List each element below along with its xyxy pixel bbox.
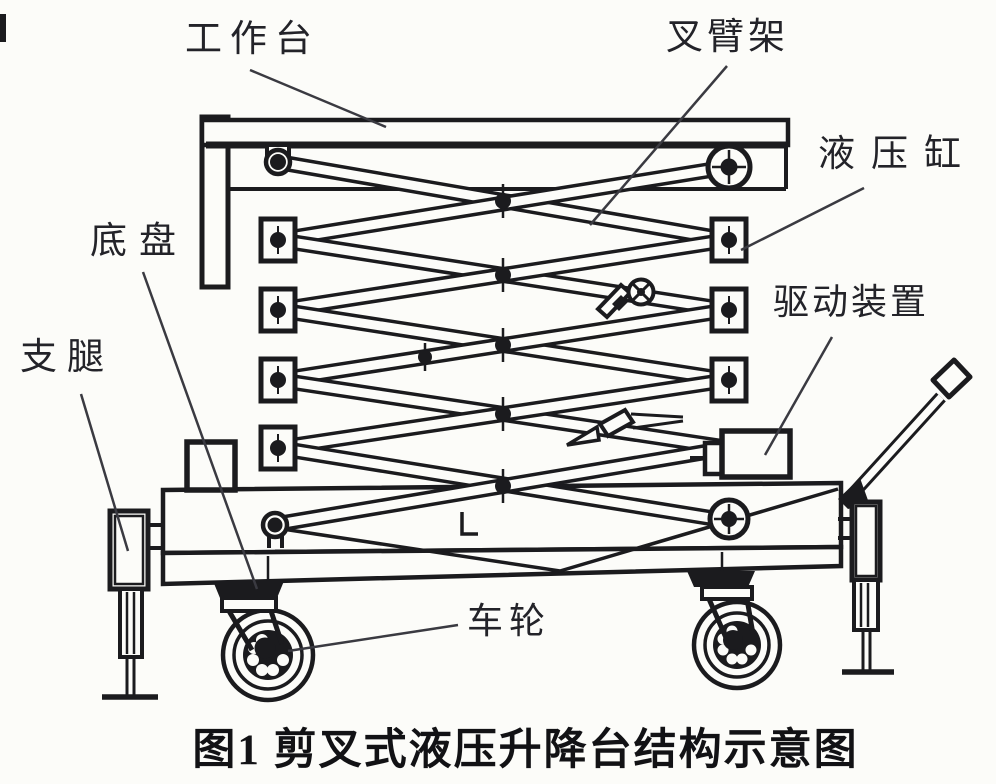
- left-caster-mount: [213, 581, 284, 598]
- label-drive-unit: 驱动装置: [773, 282, 930, 322]
- leader-line-work-platform: [249, 68, 387, 129]
- figure-caption: 图1 剪叉式液压升降台结构示意图: [192, 727, 859, 774]
- left-pivot-brackets: [258, 216, 298, 472]
- left-wheel-axle: [254, 637, 276, 659]
- chassis-body: [160, 439, 844, 587]
- leader-line-drive-unit: [763, 336, 834, 456]
- left-outrigger: [102, 508, 165, 700]
- platform-top-bar: [199, 117, 791, 148]
- tow-handle: [838, 357, 973, 509]
- right-outrigger: [838, 499, 894, 675]
- label-hydraulic-cylinder: 液压缸: [818, 134, 977, 175]
- bottom-right-hinge: [707, 497, 751, 541]
- top-right-hinge: [705, 143, 753, 191]
- right-wheel-holes: [717, 625, 757, 665]
- left-caster-wheel: [213, 556, 316, 703]
- center-pivot-pins: [418, 184, 511, 503]
- leader-line-wheel: [287, 623, 459, 653]
- chassis-step: [460, 512, 478, 536]
- work-platform: [199, 114, 791, 290]
- leader-line-chassis: [141, 271, 259, 590]
- right-wheel-axle: [723, 630, 743, 650]
- chassis-dashes: [275, 545, 815, 553]
- leader-line-outrigger: [79, 393, 130, 552]
- label-chassis: 底盘: [90, 221, 188, 262]
- top-left-hinge: [263, 147, 293, 177]
- drive-unit-box: [690, 428, 793, 480]
- chassis-mount-block: [184, 439, 238, 493]
- scan-artifact: [0, 14, 6, 42]
- label-work-platform: 工作台: [185, 19, 320, 60]
- right-caster-fork: [706, 597, 756, 642]
- leader-lines: [79, 65, 865, 653]
- label-wheel: 车轮: [467, 601, 552, 641]
- side-pivot-pins: [270, 226, 737, 462]
- tow-handle-grip: [930, 357, 973, 400]
- right-caster-wheel: [687, 552, 783, 691]
- right-caster-fork-top: [700, 585, 754, 601]
- inner-hydraulic-cylinder-lower: [566, 407, 684, 447]
- left-caster-fork-top: [220, 596, 278, 613]
- leader-line-scissor-arm: [589, 65, 728, 226]
- leader-line-hydraulic-cylinder: [740, 186, 865, 252]
- scissor-mechanism: [258, 143, 753, 548]
- bottom-left-hinge: [260, 510, 290, 548]
- left-caster-fork: [226, 609, 285, 652]
- label-scissor-arm-frame: 叉臂架: [666, 17, 789, 58]
- right-caster-mount: [687, 571, 755, 587]
- label-outrigger-leg: 支腿: [20, 337, 114, 378]
- inner-hydraulic-cylinder-upper: [595, 277, 656, 320]
- chassis-lower-beam: [160, 544, 844, 587]
